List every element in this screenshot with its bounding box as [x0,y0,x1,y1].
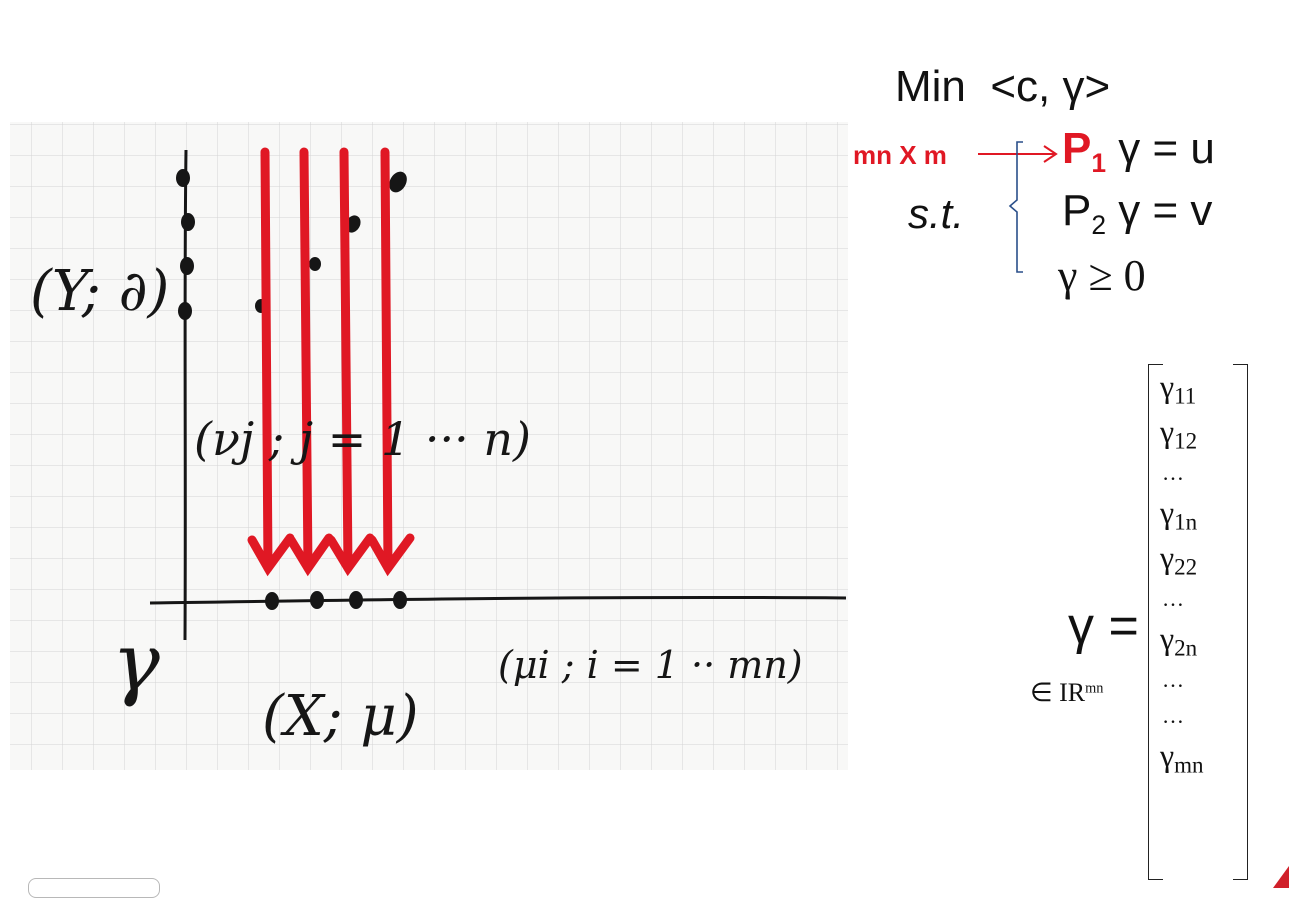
vector-entry: γ2n [1160,620,1198,661]
membership: ∈ IRmn [1030,678,1104,707]
red-arrowhead-4 [367,533,415,577]
gamma-sketch-label: γ [112,616,160,709]
constraint-brace [1008,141,1023,273]
red-arrow-4 [380,147,393,573]
vector-entry: γ1n [1160,494,1198,535]
dimension-arrow [978,145,1058,163]
red-arrows [247,147,415,577]
red-arrow-2 [299,147,313,573]
vector-entries: γ11 γ12 … γ1n γ22 … γ2n … … γmn [1160,364,1240,778]
corner-decoration [1273,866,1289,888]
red-arrowhead-2 [286,533,334,577]
vector-entry: … [1162,460,1184,485]
vector-left-bracket [1148,364,1163,880]
objective-min: Min [895,62,966,111]
vector-entry: … [1162,667,1184,692]
nu-label: (νj ; j = 1 ··· n) [194,412,531,466]
sketch-panel: (Y; ∂) (νj ; j = 1 ··· n) γ (μi ; i = 1 … [10,122,848,770]
constraint-3: γ ≥ 0 [1058,251,1146,300]
x-axis-line [149,595,847,605]
p2-matrix: P2 [1062,186,1107,241]
constraint-1-rest: γ = u [1118,124,1215,173]
p1-matrix: P1 [1062,124,1107,179]
y-axis-label: (Y; ∂) [30,259,169,324]
vector-entry: … [1162,703,1184,728]
constraint-2: P2 γ = v [1062,186,1212,241]
vector-entry: γ12 [1160,413,1198,454]
gamma-lhs: γ = [1068,597,1139,655]
objective-expr: <c, γ> [990,62,1111,111]
vector-entry: γmn [1160,737,1204,778]
red-arrow-1 [260,147,273,573]
x-axis-label: (X; μ) [262,684,419,749]
st-label: s.t. [908,190,965,237]
y-axis-dots [176,169,195,320]
objective: Min <c, γ> [895,62,1110,112]
y-axis-line [183,149,188,641]
vector-entry: … [1162,586,1184,611]
x-axis-dots [265,591,407,610]
constraint-1: P1 γ = u [1062,124,1215,179]
red-arrowhead-3 [326,533,375,577]
red-arrowhead-1 [247,533,295,577]
dimension-label: mn X m [853,140,947,170]
mu-label: (μi ; i = 1 ·· mn) [498,643,803,687]
vector-right-bracket [1233,364,1248,880]
gamma-vector: γ11 γ12 … γ1n γ22 … γ2n … … γmn [1148,364,1248,880]
constraint-2-rest: γ = v [1118,186,1213,235]
vector-entry: γ22 [1160,539,1198,580]
red-arrow-3 [339,147,353,573]
footer-box [28,878,160,898]
vector-entry: γ11 [1160,368,1197,409]
grid-lines [10,122,848,770]
